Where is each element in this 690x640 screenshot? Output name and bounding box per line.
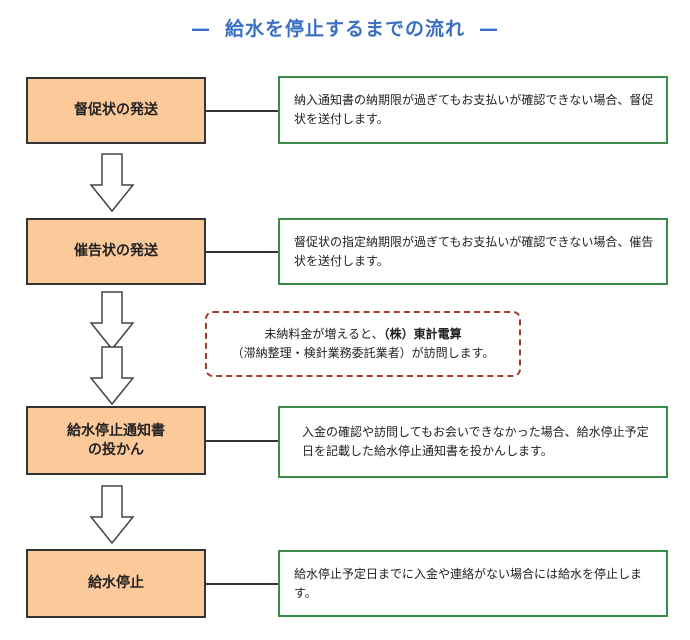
note-line-1-prefix: 未納料金が増えると、 bbox=[264, 326, 384, 341]
connector-line-1 bbox=[206, 110, 278, 112]
step-label-1: 督促状の発送 bbox=[74, 102, 158, 119]
down-arrow-icon-3 bbox=[89, 346, 135, 406]
description-text-3: 入金の確認や訪問してもお会いできなかった場合、給水停止予定日を記載した給水停止通… bbox=[302, 425, 649, 458]
description-box-2: 督促状の指定納期限が過ぎてもお支払いが確認できない場合、催告状を送付します。 bbox=[278, 218, 668, 285]
step-label-4: 給水停止 bbox=[88, 575, 144, 592]
description-box-4: 給水停止予定日までに入金や連絡がない場合には給水を停止します。 bbox=[278, 550, 668, 617]
down-arrow-icon-1 bbox=[89, 153, 135, 213]
step-box-2: 催告状の発送 bbox=[26, 218, 206, 285]
step-box-3: 給水停止通知書 の投かん bbox=[26, 406, 206, 475]
title-dash-left: — bbox=[190, 18, 211, 40]
step-label-2: 催告状の発送 bbox=[74, 243, 158, 260]
down-arrow-icon-4 bbox=[89, 485, 135, 545]
description-text-2: 督促状の指定納期限が過ぎてもお支払いが確認できない場合、催告状を送付します。 bbox=[294, 234, 654, 268]
title-dash-right: — bbox=[479, 18, 499, 40]
page-title: — 給水を停止するまでの流れ — bbox=[0, 14, 690, 41]
connector-line-4 bbox=[206, 583, 278, 585]
step-box-1: 督促状の発送 bbox=[26, 77, 206, 144]
connector-line-2 bbox=[206, 251, 278, 253]
description-box-3: 入金の確認や訪問してもお会いできなかった場合、給水停止予定日を記載した給水停止通… bbox=[278, 406, 668, 478]
step-label-3-line-1: 給水停止通知書 bbox=[67, 422, 165, 439]
down-arrow-icon-2 bbox=[89, 291, 135, 351]
description-text-4: 給水停止予定日までに入金や連絡がない場合には給水を停止します。 bbox=[294, 566, 643, 600]
description-box-1: 納入通知書の納期限が過ぎてもお支払いが確認できない場合、督促状を送付します。 bbox=[278, 76, 668, 144]
connector-line-3 bbox=[206, 440, 278, 442]
description-text-1: 納入通知書の納期限が過ぎてもお支払いが確認できない場合、督促状を送付します。 bbox=[294, 93, 654, 126]
step-label-3-line-2: の投かん bbox=[88, 441, 144, 458]
note-line-2: （滞納整理・検針業務委託業者）が訪問します。 bbox=[231, 346, 495, 360]
title-text: 給水を停止するまでの流れ bbox=[224, 18, 465, 40]
visit-note-box: 未納料金が増えると、（株）東計電算 （滞納整理・検針業務委託業者）が訪問します。 bbox=[205, 311, 521, 377]
note-company-name: （株）東計電算 bbox=[383, 326, 462, 341]
note-line-1: 未納料金が増えると、（株）東計電算 bbox=[207, 325, 519, 344]
step-box-4: 給水停止 bbox=[26, 549, 206, 618]
